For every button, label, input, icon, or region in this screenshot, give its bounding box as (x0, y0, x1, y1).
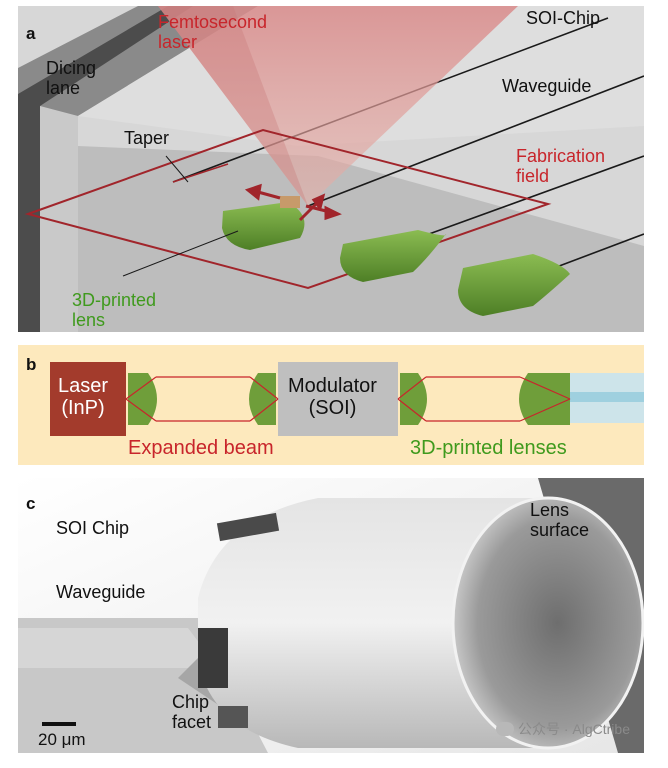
lens-b3 (400, 373, 427, 425)
laser-label: Laser (InP) (58, 375, 109, 420)
lens-2 (340, 230, 447, 282)
scale-bar (42, 722, 76, 726)
motion-arrows (244, 183, 342, 222)
lens-pointer (122, 230, 239, 277)
modulator-block (278, 362, 398, 436)
femtosecond-laser-label: Femtosecond laser (158, 12, 268, 53)
dicing-lane-edge (18, 6, 193, 332)
lens-b1 (128, 373, 157, 425)
waveguide-c-label: Waveguide (56, 582, 146, 602)
chip-facet-label: Chip facet (172, 692, 212, 733)
fabrication-field-label: Fabrication field (516, 146, 606, 187)
lens-surface-label: Lens surface (530, 500, 590, 541)
lens-1 (222, 196, 305, 250)
panel-b-letter: b (26, 355, 37, 374)
printed-lens-label: 3D-printed lens (72, 290, 157, 331)
lens-front-surface (451, 496, 644, 750)
soi-chip-c-label: SOI Chip (56, 518, 130, 538)
panel-a-letter: a (26, 24, 36, 43)
panel-a-illustration (18, 6, 644, 332)
modulator-label: Modulator (SOI) (288, 375, 377, 420)
expanded-beam-label: Expanded beam (128, 437, 274, 459)
panel-a: a Femtosecond laser SOI-Chip Dicing lane… (18, 6, 644, 332)
panel-c: c SOI Chip Waveguide Lens surface Chip f… (18, 478, 644, 753)
soi-chip-label: SOI-Chip (526, 8, 601, 28)
lens-slot-bottom (198, 628, 228, 688)
panel-b-illustration (18, 345, 644, 465)
lens-b2 (249, 373, 276, 425)
laser-beam-cone (158, 6, 518, 206)
beam-lines (125, 376, 571, 422)
taper-pointer (165, 155, 189, 183)
scale-bar-label: 20 μm (38, 730, 86, 749)
wechat-icon (495, 722, 514, 736)
waveguide-label: Waveguide (502, 76, 592, 96)
watermark-text: 公众号 · AlgCtribe (517, 721, 630, 737)
watermark: 公众号 · AlgCtribe (495, 719, 630, 739)
taper-label: Taper (124, 128, 170, 148)
lens-3 (458, 254, 570, 316)
panel-c-letter: c (26, 494, 36, 513)
fabrication-field-inner (172, 163, 229, 183)
laser-block (50, 362, 126, 436)
printed-lenses-label: 3D-printed lenses (410, 437, 567, 459)
lens-slot-top (216, 512, 280, 542)
panel-c-sem-image (18, 478, 644, 753)
dicing-lane-label: Dicing lane (46, 58, 97, 99)
panel-b: b Laser (InP) Modulator (SOI) Expanded b… (18, 345, 644, 465)
lens-body (198, 498, 548, 748)
lens-b4 (519, 373, 570, 425)
fabrication-field-outline (24, 128, 552, 290)
chip-facet-block (218, 706, 248, 728)
